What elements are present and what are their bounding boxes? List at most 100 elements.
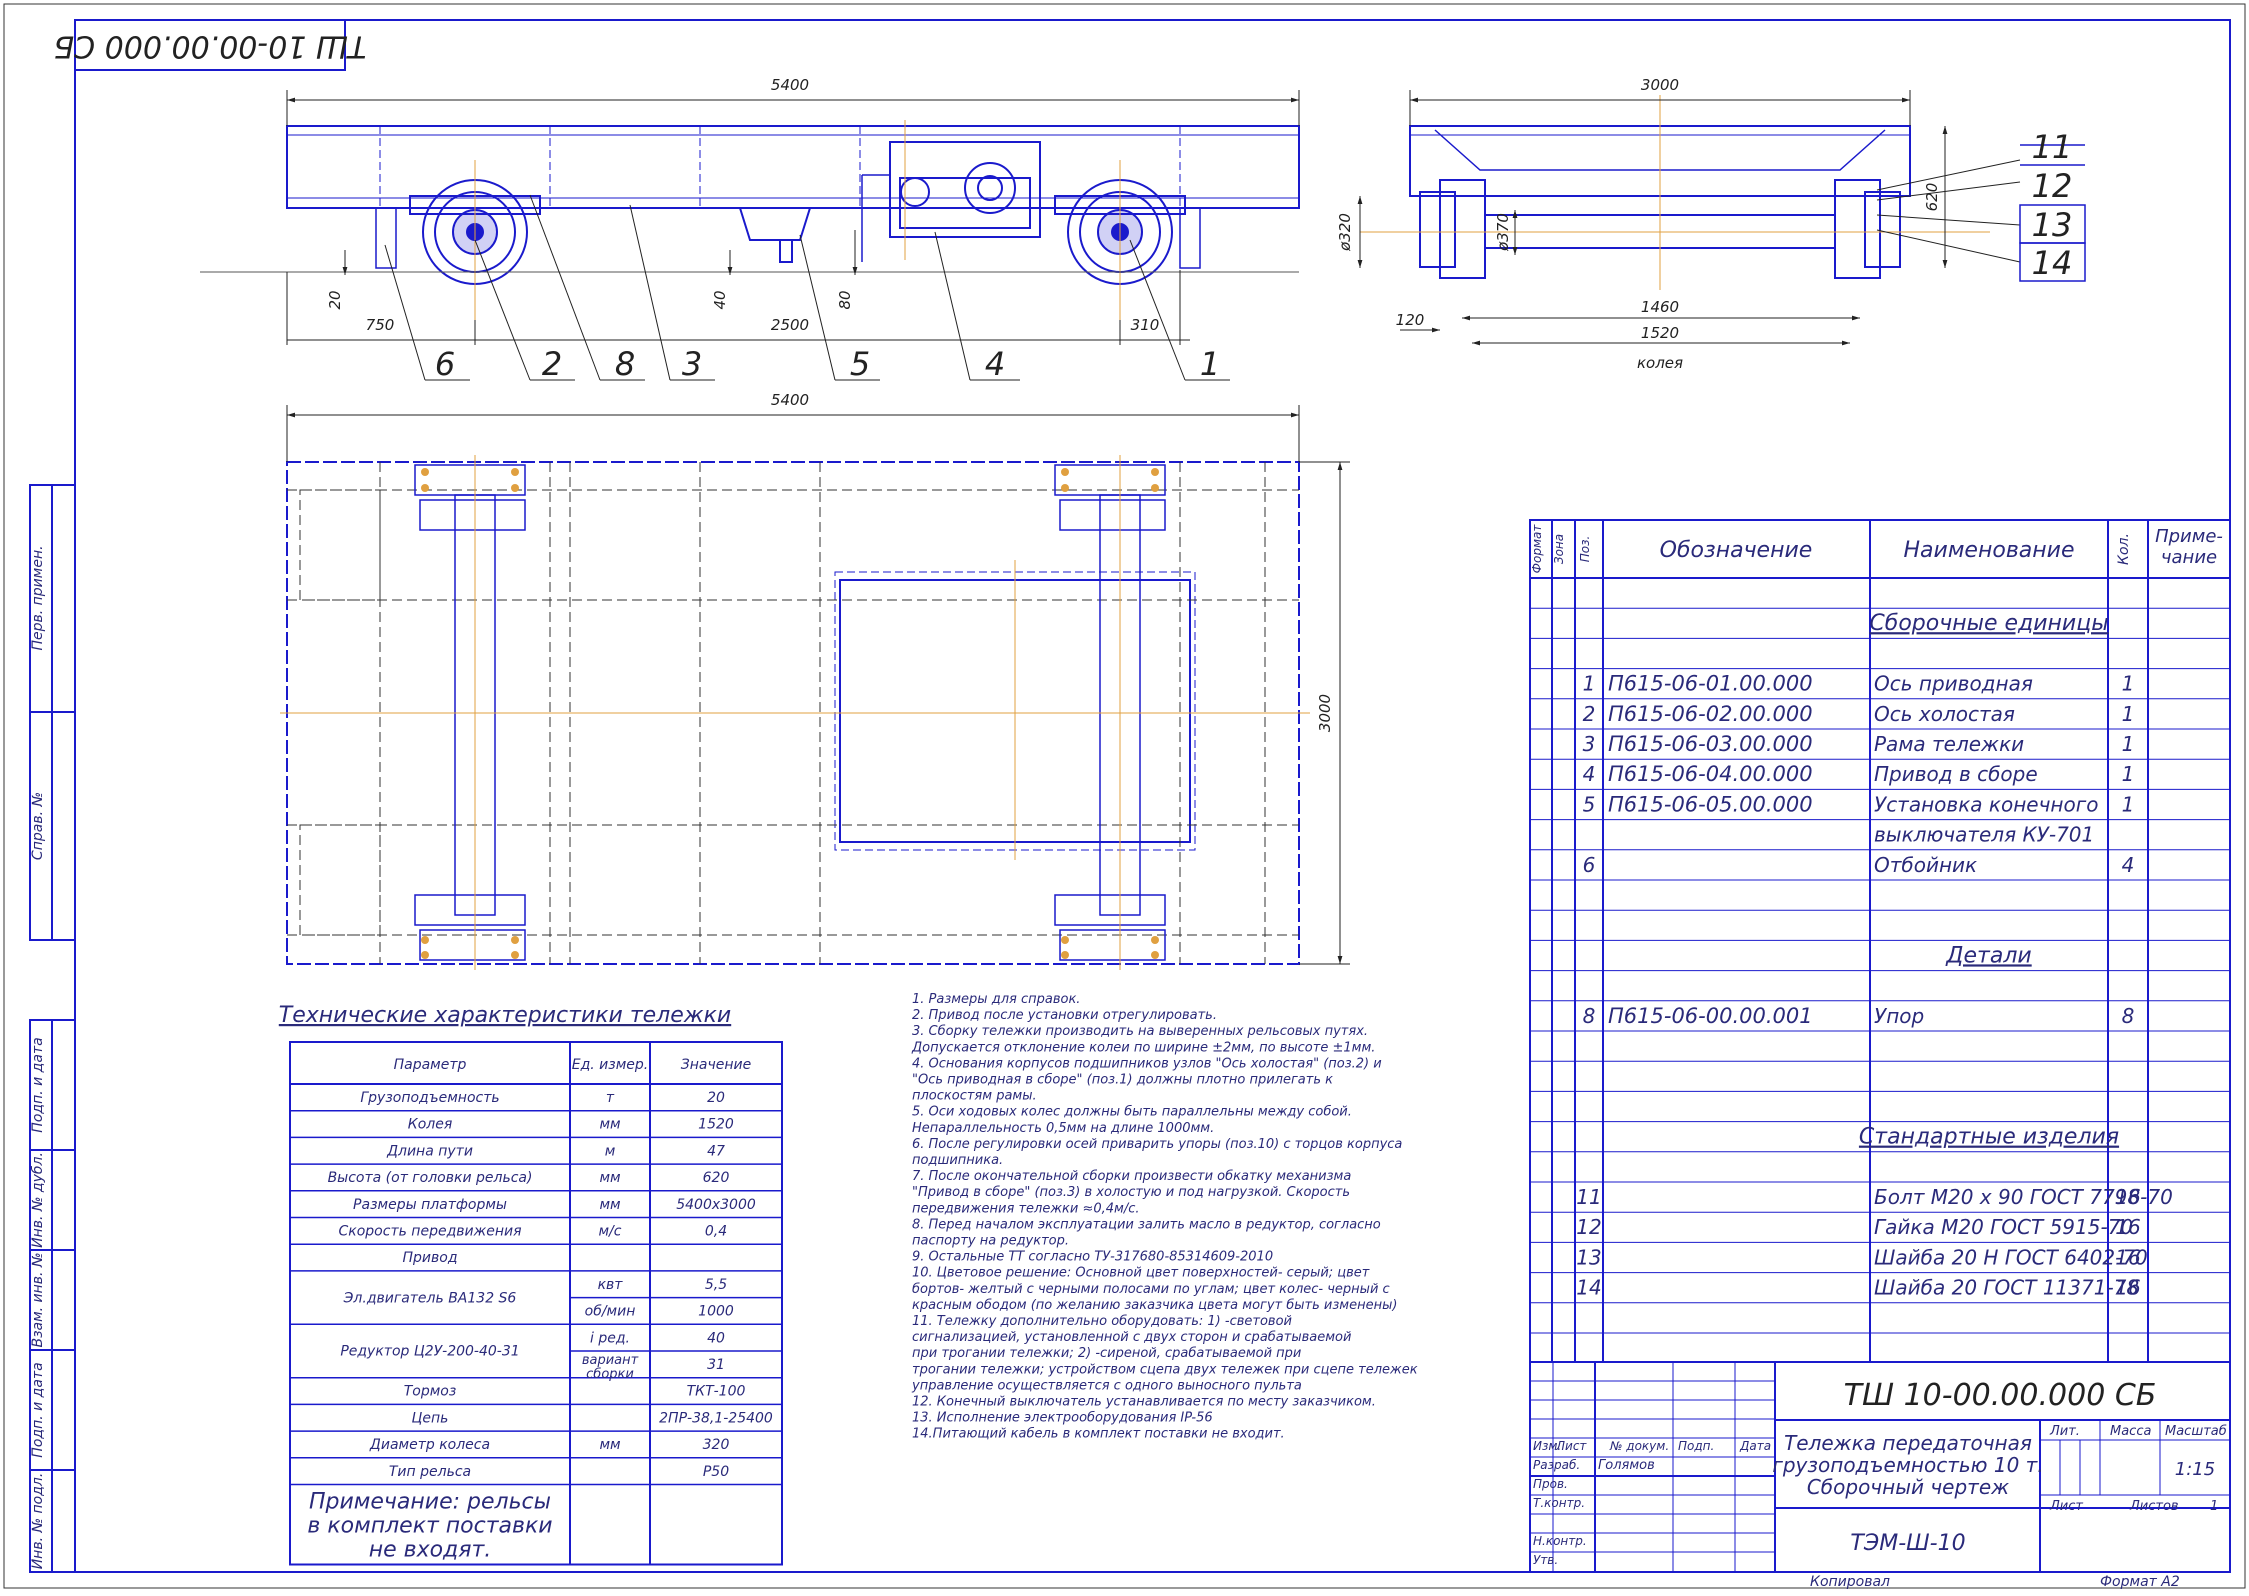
margin-label: Перв. примен.	[30, 545, 46, 650]
tech-header: Значение	[681, 1057, 751, 1073]
spec-header: Поз.	[1578, 536, 1592, 563]
sheet-edge	[3, 3, 2246, 1589]
doc-name-line: грузоподъемностью 10 т.	[1772, 1453, 2043, 1477]
note-line: подшипника.	[912, 1153, 1003, 1168]
developer-name: Голямов	[1598, 1458, 1655, 1473]
spec-name: Привод в сборе	[1874, 762, 2038, 786]
note-line: 5. Оси ходовых колес должны быть паралле…	[912, 1105, 1352, 1120]
title-label: Т.контр.	[1533, 1496, 1585, 1510]
tech-unit: квт	[598, 1277, 624, 1293]
plan-dims	[286, 405, 1350, 965]
spec-name: Рама тележки	[1874, 732, 2024, 756]
spec-qty: 8	[2122, 1004, 2135, 1028]
callout-number: 13	[2032, 206, 2073, 244]
plan-centerlines	[280, 455, 1310, 970]
note-line: передвижения тележки ≈0,4м/с.	[912, 1201, 1140, 1216]
tech-value: Р50	[703, 1464, 729, 1480]
spec-code: П615-06-03.00.000	[1608, 732, 1813, 756]
dim-gauge-label: колея	[1637, 354, 1683, 372]
tech-param: Эл.двигатель ВА132 S6	[343, 1290, 517, 1306]
tech-param: Диаметр колеса	[369, 1437, 490, 1453]
corner-stamp-text: ТШ 10-00.00.000 СБ	[54, 29, 367, 64]
callout-number: 8	[615, 345, 635, 383]
callout-number: 11	[2032, 128, 2073, 166]
title-label: Разраб.	[1533, 1458, 1580, 1472]
note-line: 12. Конечный выключатель устанавливается…	[912, 1395, 1376, 1410]
note-line: 6. После регулировки осей приварить упор…	[912, 1137, 1402, 1152]
spec-name: Гайка М20 ГОСТ 5915-70	[1874, 1215, 2133, 1239]
title-label: Дата	[1739, 1439, 1771, 1453]
tech-unit: вариант	[582, 1353, 639, 1368]
spec-pos: 2	[1583, 702, 1596, 726]
spec-name: Установка конечного	[1874, 792, 2098, 816]
note-line: трогании тележки; устройством сцепа двух…	[912, 1362, 1418, 1377]
title-label: Утв.	[1533, 1553, 1558, 1567]
tech-param: Скорость передвижения	[339, 1224, 522, 1240]
spec-name: Отбойник	[1874, 853, 1977, 877]
dim-axle-dia: ø370	[1494, 213, 1512, 252]
spec-header: Обозначение	[1660, 538, 1813, 563]
tech-value: 20	[707, 1090, 725, 1106]
technical-notes: 1. Размеры для справок.2. Привод после у…	[911, 992, 1418, 1442]
callout-number: 12	[2032, 167, 2073, 205]
spec-header: Приме-	[2155, 526, 2223, 547]
note-line: Непараллельность 0,5мм на длине 1000мм.	[912, 1121, 1214, 1136]
note-line: сигнализацией, установленной с двух стор…	[912, 1330, 1351, 1345]
note-line: 3. Сборку тележки производить на выверен…	[912, 1024, 1368, 1039]
note-line: 13. Исполнение электрооборудования IP-56	[912, 1411, 1213, 1426]
title-label: Лит.	[2049, 1424, 2080, 1439]
doc-name-line: Сборочный чертеж	[1807, 1475, 2009, 1499]
tech-param: Высота (от головки рельса)	[328, 1170, 533, 1186]
spec-pos: 8	[1583, 1004, 1596, 1028]
spec-name: Упор	[1874, 1004, 1924, 1028]
dim-inner-span: 1460	[1641, 298, 1679, 316]
spec-qty: 1	[2122, 732, 2135, 756]
margin-label: Инв. № дубл.	[30, 1152, 46, 1248]
tech-value: 5400х3000	[676, 1197, 756, 1213]
tech-param: Тип рельса	[389, 1464, 471, 1480]
dim-overall-width: 3000	[1641, 76, 1679, 94]
callout-number: 1	[1200, 345, 1220, 383]
title-label: Подп.	[1678, 1439, 1714, 1453]
spec-name: выключателя КУ-701	[1874, 823, 2094, 847]
note-line: 1. Размеры для справок.	[912, 992, 1080, 1007]
title-label: Лист	[2049, 1499, 2083, 1514]
note-line: 2. Привод после установки отрегулировать…	[912, 1008, 1217, 1023]
note-line: управление осуществляется с одного вынос…	[911, 1378, 1302, 1393]
tech-unit: об/мин	[585, 1304, 636, 1320]
tech-value: 620	[703, 1170, 730, 1186]
spec-pos: 6	[1583, 853, 1596, 877]
doc-name-line: Тележка передаточная	[1784, 1431, 2032, 1455]
tech-param: Длина пути	[386, 1143, 473, 1159]
side-dims	[286, 90, 1300, 345]
spec-pos: 4	[1583, 762, 1596, 786]
spec-qty: 4	[2122, 853, 2135, 877]
title-label: № докум.	[1609, 1439, 1669, 1453]
tech-unit: мм	[599, 1197, 621, 1213]
tech-value: 0,4	[705, 1224, 727, 1240]
dim-20: 20	[326, 290, 344, 309]
spec-qty: 16	[2115, 1215, 2140, 1239]
tech-value: 2ПР-38,1-25400	[659, 1410, 773, 1426]
tech-value: 40	[707, 1330, 725, 1346]
callout-number: 4	[985, 345, 1005, 383]
spec-section-title: Сборочные единицы	[1869, 611, 2108, 636]
spec-pos: 13	[1576, 1245, 1601, 1269]
tech-value: 5,5	[705, 1277, 727, 1293]
note-line: 8. Перед началом эксплуатации залить мас…	[912, 1217, 1381, 1232]
spec-header: Зона	[1552, 534, 1566, 564]
callout-number: 3	[682, 345, 702, 383]
spec-code: П615-06-01.00.000	[1608, 672, 1813, 696]
title-label: Масса	[2110, 1424, 2151, 1439]
note-line: красным ободом (по желанию заказчика цве…	[912, 1298, 1397, 1313]
spec-name: Шайба 20 Н ГОСТ 6402-70	[1874, 1245, 2148, 1269]
sheets-count: 1	[2210, 1499, 2218, 1514]
note-line: 9. Остальные ТТ согласно ТУ-317680-85314…	[912, 1250, 1273, 1265]
spec-qty: 1	[2122, 702, 2135, 726]
dim-plan-length: 5400	[771, 391, 809, 409]
spec-code: П615-06-02.00.000	[1608, 702, 1813, 726]
tech-header: Ед. измер.	[572, 1057, 648, 1073]
spec-qty: 1	[2122, 672, 2135, 696]
note-line: Допускается отклонение колеи по ширине ±…	[911, 1040, 1375, 1055]
title-label: Н.контр.	[1533, 1534, 1587, 1548]
